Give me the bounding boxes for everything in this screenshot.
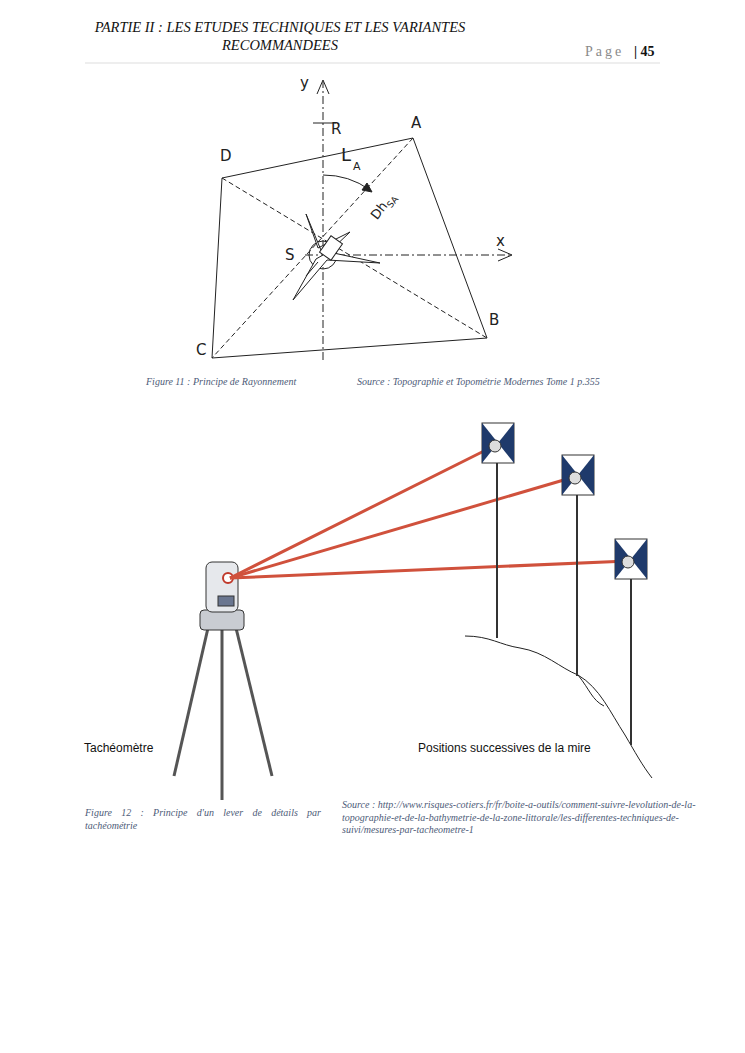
y-axis bbox=[323, 82, 324, 360]
sight-line bbox=[212, 138, 413, 358]
page-header: PARTIE II : LES ETUDES TECHNIQUES ET LES… bbox=[55, 19, 505, 54]
axis-arrow bbox=[498, 249, 512, 261]
angle-subscript: A bbox=[353, 160, 361, 173]
ground-profile bbox=[578, 675, 604, 706]
sight-rays bbox=[230, 446, 628, 578]
angle-arc bbox=[323, 175, 370, 190]
instrument-symbol bbox=[320, 236, 343, 260]
page-number: | 45 bbox=[634, 44, 655, 60]
station-label: S bbox=[285, 246, 295, 264]
figure-caption: Figure 12 : Principe d'un lever de détai… bbox=[85, 807, 321, 832]
station-screen bbox=[218, 596, 234, 606]
axis-arrow bbox=[317, 80, 329, 94]
tribrach bbox=[200, 610, 244, 630]
rayonnement-figure bbox=[212, 80, 512, 360]
parcel-outline bbox=[212, 138, 487, 358]
staff-poles bbox=[497, 462, 631, 745]
page-word: Page bbox=[585, 44, 624, 60]
prism-targets bbox=[482, 423, 647, 579]
header-rule bbox=[85, 63, 660, 64]
figure-caption: Figure 11 : Principe de Rayonnement bbox=[146, 376, 296, 389]
angle-label: L bbox=[341, 144, 351, 165]
sight-line bbox=[222, 178, 487, 338]
distance-label: DhSA bbox=[366, 188, 401, 224]
point-label: D bbox=[220, 147, 232, 165]
instrument-leg bbox=[306, 262, 318, 276]
arc-arrowhead bbox=[362, 183, 372, 192]
station-star bbox=[293, 214, 380, 300]
point-label: C bbox=[196, 341, 206, 359]
total-station bbox=[206, 562, 238, 612]
point-label: R bbox=[331, 120, 341, 138]
figure-source: Source : http://www.risques-cotiers.fr/f… bbox=[342, 799, 724, 837]
point-label: A bbox=[411, 114, 421, 132]
tripod bbox=[174, 628, 272, 800]
axis-label: x bbox=[496, 232, 505, 250]
point-label: B bbox=[489, 311, 499, 329]
staff-label: Positions successives de la mire bbox=[418, 741, 591, 755]
tacheometry-figure bbox=[174, 423, 652, 800]
axis-label: y bbox=[300, 74, 309, 92]
figure-source: Source : Topographie et Topométrie Moder… bbox=[357, 376, 600, 389]
ground-profile bbox=[465, 636, 652, 778]
instrument-label: Tachéomètre bbox=[84, 741, 153, 755]
